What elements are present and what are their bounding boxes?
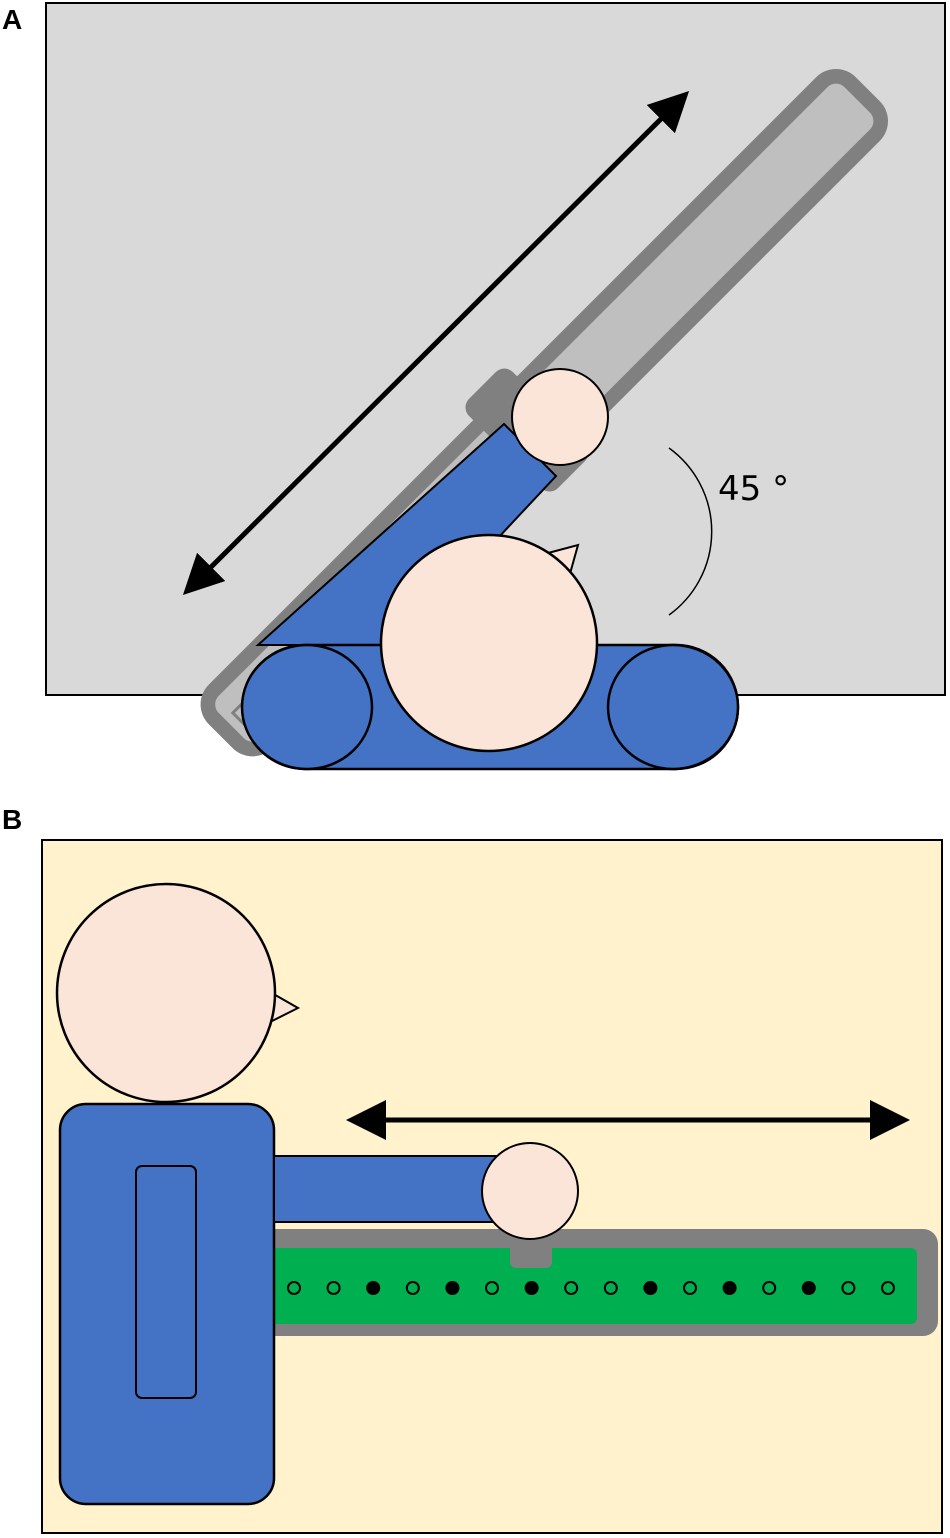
torso-panel <box>135 1165 197 1399</box>
led-dot-on <box>801 1281 816 1295</box>
led-dot-on <box>445 1281 460 1295</box>
led-dot-on <box>722 1281 737 1295</box>
led-dot-off <box>841 1281 856 1295</box>
led-dot-off <box>287 1281 301 1295</box>
led-strip <box>266 1248 917 1324</box>
motion-range-arrow <box>182 90 690 596</box>
led-dot-on <box>524 1281 539 1295</box>
led-dot-off <box>762 1281 777 1295</box>
hand <box>511 368 609 466</box>
panel-b-label: B <box>2 804 23 835</box>
led-dot-off <box>405 1281 420 1295</box>
led-dot-off <box>603 1281 618 1295</box>
head <box>379 533 599 753</box>
right-wheel <box>606 643 740 771</box>
panel-a-label: A <box>2 4 23 35</box>
led-dot-on <box>643 1281 658 1295</box>
left-wheel <box>240 643 374 771</box>
led-dot-off <box>564 1281 579 1295</box>
panel-a: 45 ° <box>45 2 946 771</box>
hand-b <box>481 1142 579 1240</box>
led-dot-off <box>485 1281 499 1295</box>
led-dots <box>287 1281 895 1295</box>
head-b <box>55 882 277 1104</box>
led-dot-off <box>683 1281 697 1295</box>
led-dot-off <box>326 1281 341 1295</box>
angle-arc <box>668 447 713 616</box>
angle-label: 45 ° <box>718 469 789 509</box>
panel-b <box>41 839 943 1534</box>
led-dot-on <box>366 1281 381 1295</box>
led-dot-off <box>881 1281 895 1295</box>
